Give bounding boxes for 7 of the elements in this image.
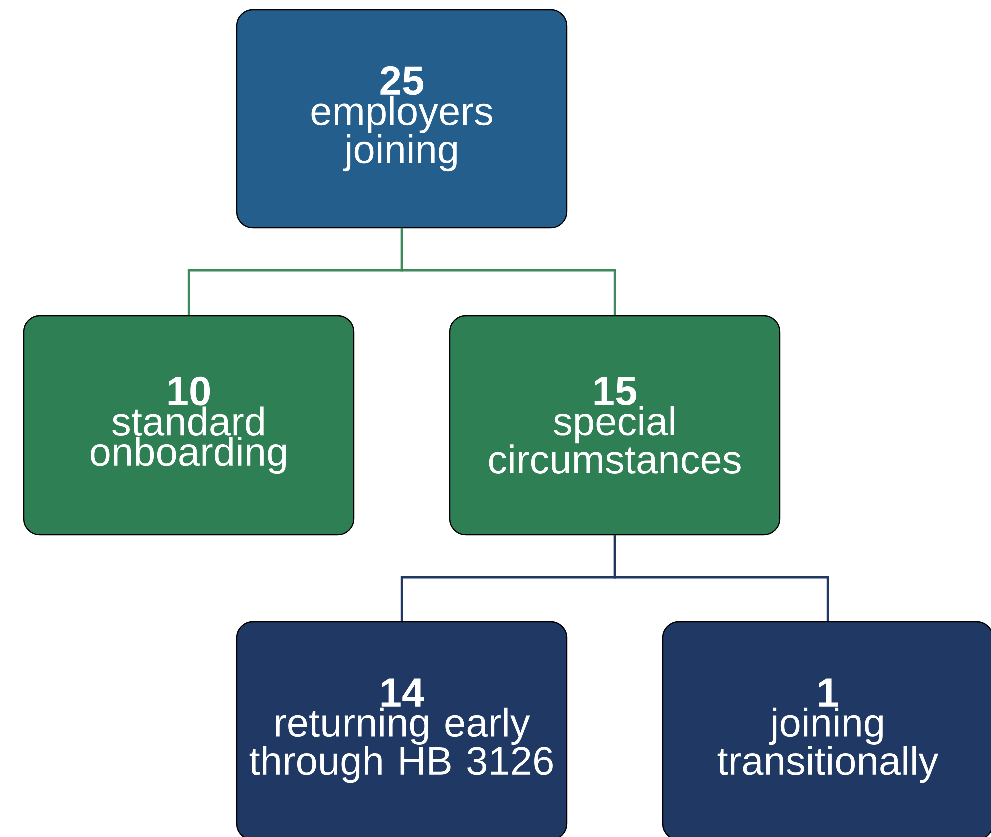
process-box: 15 special circumstances	[449, 315, 781, 536]
process-box: 10 standard onboarding	[23, 315, 355, 536]
process-box: 25 employers joining	[236, 9, 568, 229]
connector-line	[614, 536, 830, 622]
process-box: 14 returning early through HB 3126	[236, 621, 568, 837]
connector-line	[400, 228, 616, 316]
process-box: 1 joining transitionally	[662, 621, 991, 837]
